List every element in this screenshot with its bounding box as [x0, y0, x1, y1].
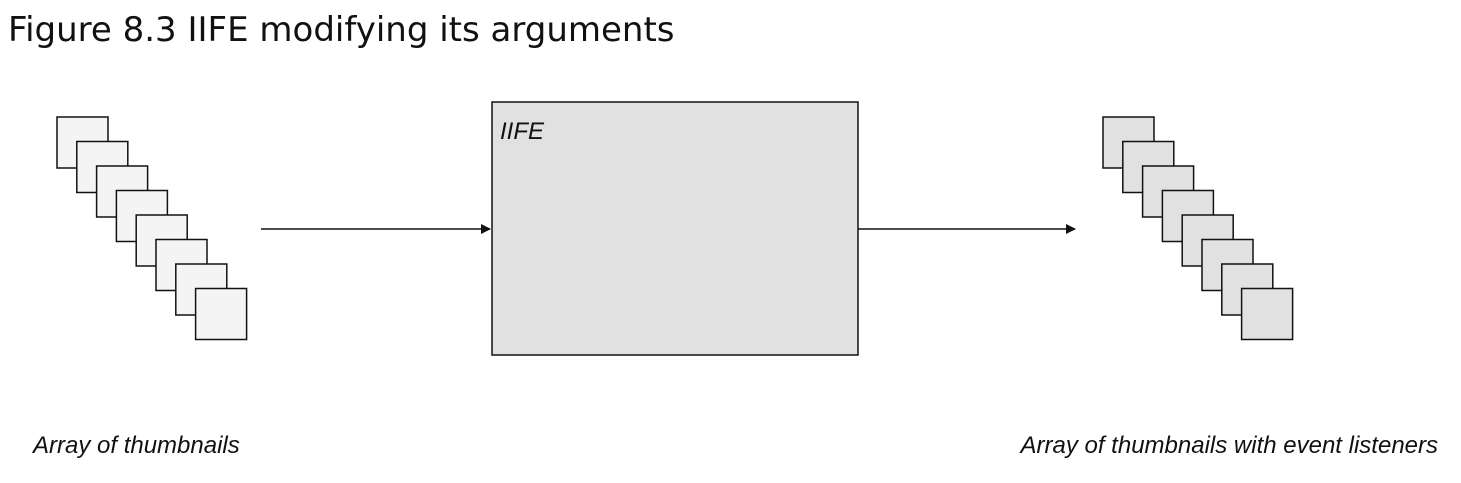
figure-title: Figure 8.3 IIFE modifying its arguments [8, 10, 675, 50]
iife-box [491, 101, 859, 356]
output-thumbnail-stack [1102, 116, 1294, 341]
input-thumbnail-stack [56, 116, 248, 341]
output-thumbnail-8 [1240, 287, 1294, 341]
input-thumbnail-8 [194, 287, 248, 341]
output-caption: Array of thumbnails with event listeners [1020, 432, 1438, 459]
iife-label: IIFE [500, 118, 545, 145]
input-caption: Array of thumbnails [33, 432, 240, 459]
